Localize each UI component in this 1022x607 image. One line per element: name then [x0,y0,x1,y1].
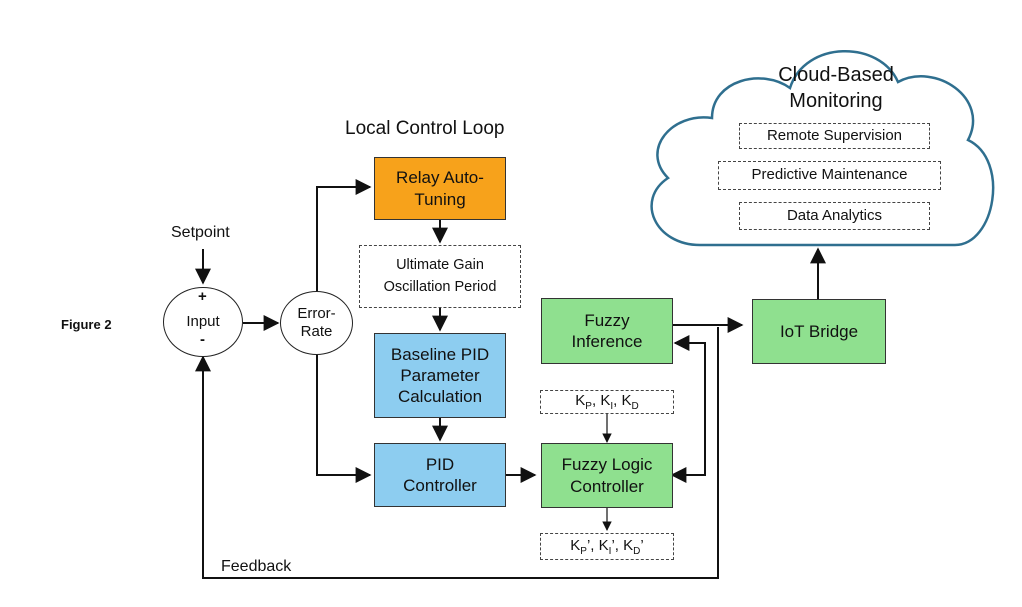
fuzzy-logic-controller-box: Fuzzy Logic Controller [541,443,673,508]
arrow-error-pid [316,355,372,483]
cloud-item-data-analytics: Data Analytics [739,202,930,230]
minus-sign: - [200,331,205,348]
fuzzy-logic-line2: Controller [570,476,644,496]
cloud-item-remote-supervision: Remote Supervision [739,123,930,149]
pid-line1: PID [425,454,455,474]
gains-in-text: KP, KI, KD [575,392,639,412]
ultimate-line2: Oscillation Period [383,278,497,295]
cloud-item-predictive-maintenance: Predictive Maintenance [718,161,941,190]
arrow-feedback [195,327,719,579]
local-loop-title: Local Control Loop [345,118,505,139]
cloud-title-line2: Monitoring [789,90,883,112]
arrow-logic-inference [670,335,706,483]
input-label: Input [186,313,220,330]
baseline-line1: Baseline PID [390,344,490,364]
error-line1: Error- [297,305,336,322]
fuzzy-inference-box: Fuzzy Inference [541,298,673,364]
gains-out-text: KP’, KI’, KD’ [570,536,644,557]
fuzzy-inference-line1: Fuzzy [584,310,630,330]
figure-label: Figure 2 [61,317,112,332]
input-node: Input [163,287,243,357]
baseline-line3: Calculation [397,387,483,407]
relay-auto-tuning-box: Relay Auto- Tuning [374,157,506,220]
gains-out-box: KP’, KI’, KD’ [540,533,674,560]
gains-in-box: KP, KI, KD [540,390,674,414]
baseline-line2: Parameter [400,365,480,385]
setpoint-label: Setpoint [171,224,230,241]
relay-line2: Tuning [414,189,466,209]
pid-controller-box: PID Controller [374,443,506,507]
iot-bridge-box: IoT Bridge [752,299,886,364]
error-rate-node: Error- Rate [280,291,353,355]
cloud-title: Cloud-Based Monitoring [726,62,946,114]
ultimate-gain-box: Ultimate Gain Oscillation Period [359,245,521,308]
error-line2: Rate [300,323,333,340]
feedback-label: Feedback [221,558,292,575]
ultimate-line1: Ultimate Gain [396,256,484,273]
fuzzy-inference-line2: Inference [571,332,643,351]
cloud-title-line1: Cloud-Based [778,64,894,86]
arrow-error-relay [316,179,372,291]
plus-sign: + [198,288,207,305]
fuzzy-logic-line1: Fuzzy Logic [561,455,653,475]
pid-line2: Controller [403,476,477,495]
relay-line1: Relay Auto- [396,168,484,188]
iot-label: IoT Bridge [779,321,859,341]
baseline-pid-box: Baseline PID Parameter Calculation [374,333,506,418]
